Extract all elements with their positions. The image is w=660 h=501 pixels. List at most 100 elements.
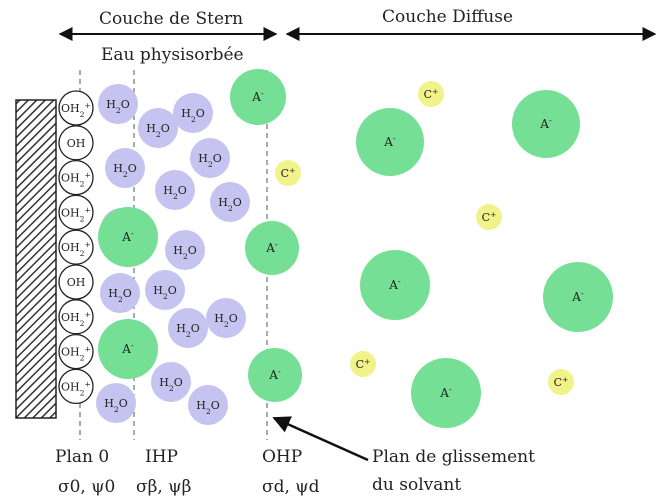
- cation-label: C+: [356, 357, 371, 372]
- water-label: H2O: [113, 162, 137, 179]
- anion-circle: [543, 262, 613, 332]
- water-label: H2O: [198, 152, 222, 169]
- cation-circle: [350, 351, 376, 377]
- water-circle: [168, 308, 208, 348]
- water-molecule: H2O: [188, 385, 228, 425]
- surface-group-circle: [58, 333, 94, 370]
- anion-circle: [356, 108, 424, 176]
- water-label: H2O: [106, 98, 130, 115]
- surface-group: OH2+: [58, 299, 94, 335]
- surface-group-label: OH: [67, 137, 86, 150]
- water-molecule: H2O: [100, 273, 140, 313]
- water-label: H2O: [104, 397, 128, 414]
- plan0-symbols: σ0, ψ0: [58, 477, 115, 497]
- anion-label: A-: [121, 340, 134, 356]
- water-circle: [155, 170, 195, 210]
- anion-label: A-: [121, 228, 134, 244]
- anion: A-: [360, 250, 430, 320]
- cation-label: C+: [424, 87, 439, 102]
- water-label: H2O: [163, 184, 187, 201]
- surface-group-label: OH: [67, 276, 86, 289]
- water-molecule: H2O: [168, 308, 208, 348]
- water-circle: [210, 182, 250, 222]
- surface-group-circle: [58, 229, 94, 265]
- solvent-label: du solvant: [372, 475, 461, 495]
- anion: A-: [230, 69, 286, 125]
- water-label: H2O: [176, 322, 200, 339]
- anion-circle: [512, 90, 580, 158]
- water-circle: [100, 273, 140, 313]
- water-molecule: H2O: [96, 383, 136, 423]
- surface-group-label: OH2+: [61, 170, 91, 188]
- surface-group-label: OH2+: [61, 309, 91, 327]
- anion-label: A-: [388, 276, 401, 292]
- anion-circle: [411, 358, 481, 428]
- water-molecule: H2O: [138, 108, 178, 148]
- stern-layer-label: Couche de Stern: [99, 9, 243, 29]
- physisorbed-water-label: Eau physisorbée: [101, 45, 244, 65]
- cation: C+: [476, 204, 502, 230]
- ihp-symbols: σβ, ψβ: [136, 477, 191, 497]
- anion-circle: [230, 69, 286, 125]
- water-molecule: H2O: [105, 148, 145, 188]
- water-molecule: H2O: [190, 138, 230, 178]
- anion: A-: [245, 221, 299, 275]
- slipping-plane-arrow: [272, 416, 369, 462]
- water-circle: [96, 383, 136, 423]
- surface-group: OH2+: [58, 333, 94, 370]
- surface-group: OH: [58, 264, 94, 300]
- water-circle: [105, 148, 145, 188]
- water-circle: [138, 108, 178, 148]
- cation-label: C+: [281, 166, 296, 181]
- cation: C+: [418, 81, 444, 107]
- surface-group-circle: [58, 159, 94, 196]
- surface-group-circle: [58, 90, 94, 126]
- water-circle: [165, 230, 205, 270]
- cation-label: C+: [482, 210, 497, 225]
- anion-label: A-: [265, 239, 278, 255]
- water-label: H2O: [153, 284, 177, 301]
- surface-group: OH2+: [58, 368, 94, 405]
- anion-circle: [98, 207, 158, 267]
- surface-group-label: OH2+: [61, 101, 91, 119]
- water-label: H2O: [218, 196, 242, 213]
- anion: A-: [543, 262, 613, 332]
- anion-label: A-: [251, 88, 264, 104]
- anion: A-: [411, 358, 481, 428]
- anion-label: A-: [439, 384, 452, 400]
- surface-group: OH2+: [58, 229, 94, 265]
- cation-circle: [275, 160, 301, 186]
- surface-group-circle: [58, 264, 94, 300]
- plan0-label: Plan 0: [55, 447, 109, 467]
- anion: A-: [98, 319, 158, 379]
- cation-circle: [418, 81, 444, 107]
- anion-circle: [98, 319, 158, 379]
- water-circle: [173, 93, 213, 133]
- water-molecule: H2O: [155, 170, 195, 210]
- cation-circle: [548, 369, 574, 395]
- water-label: H2O: [146, 122, 170, 139]
- water-circle: [151, 362, 191, 402]
- surface-group-circle: [58, 368, 94, 405]
- water-molecule: H2O: [145, 270, 185, 310]
- anion: A-: [356, 108, 424, 176]
- cation-circle: [476, 204, 502, 230]
- water-molecule: H2O: [206, 298, 246, 338]
- water-label: H2O: [181, 107, 205, 124]
- surface-group: OH2+: [58, 159, 94, 196]
- water-label: H2O: [214, 312, 238, 329]
- water-molecule: H2O: [165, 230, 205, 270]
- anion: A-: [98, 207, 158, 267]
- water-label: H2O: [173, 244, 197, 261]
- surface-group: OH2+: [58, 194, 94, 231]
- water-molecule: H2O: [151, 362, 191, 402]
- anion-circle: [245, 221, 299, 275]
- water-label: H2O: [196, 399, 220, 416]
- surface-group-label: OH2+: [61, 205, 91, 223]
- cation-label: C+: [554, 375, 569, 390]
- anion-label: A-: [571, 288, 584, 304]
- water-circle: [190, 138, 230, 178]
- water-circle: [145, 270, 185, 310]
